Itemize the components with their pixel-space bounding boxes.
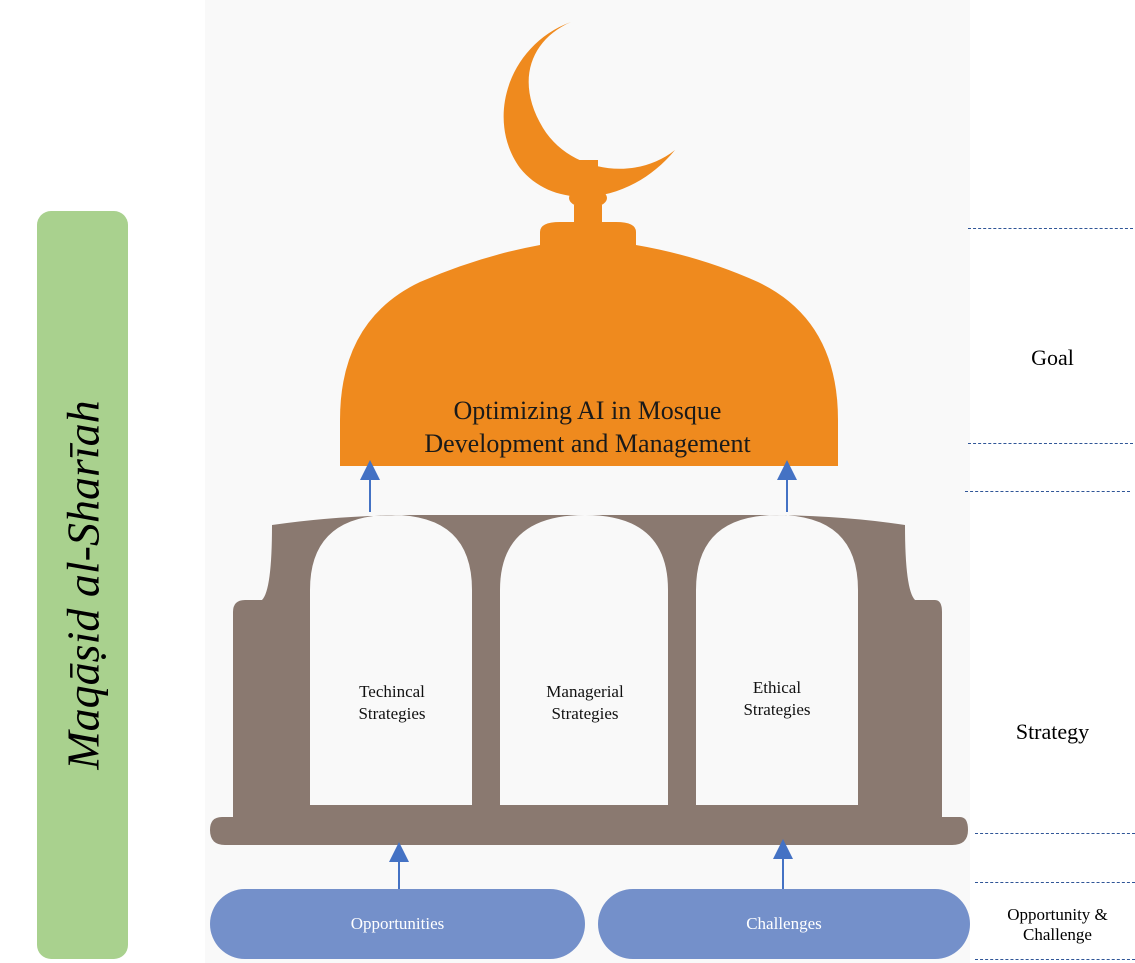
level-divider xyxy=(975,833,1135,834)
technical-strategies-line1: Techincal xyxy=(359,682,425,701)
strategy-building xyxy=(210,515,968,845)
opportunities-pill: Opportunities xyxy=(210,889,585,959)
ethical-strategies-line2: Strategies xyxy=(743,700,811,720)
goal-dome xyxy=(340,245,838,466)
dome-finial xyxy=(540,160,636,245)
goal-text-line1: Optimizing AI in Mosque xyxy=(453,396,722,425)
goal-level-label: Goal xyxy=(1031,345,1074,370)
level-divider xyxy=(975,959,1135,960)
maqasid-banner: Maqāṣid al-Sharīah xyxy=(37,211,128,959)
level-divider xyxy=(968,228,1133,229)
goal-text: Optimizing AI in Mosque Development and … xyxy=(340,395,835,460)
managerial-strategies-line2: Strategies xyxy=(551,704,619,724)
crescent-icon xyxy=(503,22,675,197)
level-divider xyxy=(968,443,1133,444)
ethical-strategies-line1: Ethical xyxy=(752,678,802,697)
level-divider xyxy=(975,882,1135,883)
challenges-pill: Challenges xyxy=(598,889,970,959)
opportunities-label: Opportunities xyxy=(350,914,445,933)
managerial-strategies-label: Managerial Strategies xyxy=(505,681,665,725)
technical-strategies-label: Techincal Strategies xyxy=(312,681,472,725)
managerial-strategies-line1: Managerial xyxy=(546,682,624,701)
opportunity-challenge-level-label: Opportunity & Challenge xyxy=(985,905,1130,946)
opportunity-level-line2: Challenge xyxy=(1023,925,1092,945)
challenges-label: Challenges xyxy=(746,914,822,933)
strategy-level-label: Strategy xyxy=(1015,719,1090,744)
goal-text-line2: Development and Management xyxy=(424,428,751,458)
technical-strategies-line2: Strategies xyxy=(358,704,426,724)
opportunity-level-line1: Opportunity & xyxy=(1007,905,1108,924)
ethical-strategies-label: Ethical Strategies xyxy=(697,677,857,721)
level-divider xyxy=(965,491,1130,492)
